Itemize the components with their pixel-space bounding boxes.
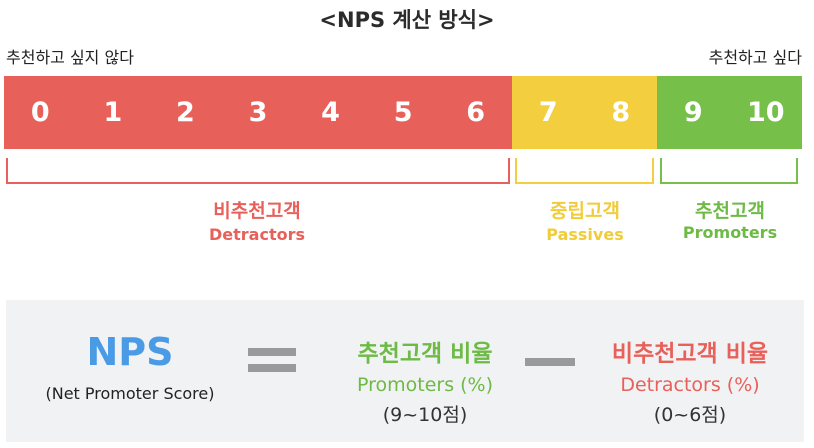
diagram-title: <NPS 계산 방식> bbox=[319, 8, 495, 32]
detractor-en-label: Detractors bbox=[208, 225, 305, 244]
promoter-ko-label: 추천고객 bbox=[695, 200, 765, 222]
promoter-bracket bbox=[660, 158, 798, 184]
score-7: 7 bbox=[538, 97, 558, 128]
score-10: 10 bbox=[746, 97, 785, 128]
minus-sign bbox=[525, 358, 575, 366]
detractor-segment: 0 1 2 3 4 5 6 bbox=[4, 76, 512, 149]
passive-ko-label: 중립고객 bbox=[550, 200, 620, 222]
detractor-ratio-en: Detractors (%) bbox=[620, 374, 760, 396]
detractor-ratio-ko: 비추천고객 비율 bbox=[611, 341, 769, 367]
promoter-ratio-ko: 추천고객 비율 bbox=[357, 341, 493, 367]
detractor-ko-label: 비추천고객 bbox=[213, 200, 301, 222]
passive-bracket bbox=[515, 158, 654, 184]
promoter-ratio-en: Promoters (%) bbox=[356, 374, 494, 396]
promoter-segment: 9 10 bbox=[657, 76, 802, 149]
score-9: 9 bbox=[683, 97, 703, 128]
detractor-ratio-term: 비추천고객 비율 Detractors (%) (0~6점) bbox=[585, 334, 795, 427]
promoter-ratio-term: 추천고객 비율 Promoters (%) (9~10점) bbox=[320, 334, 530, 427]
promoter-ratio-range: (9~10점) bbox=[382, 404, 468, 426]
passive-en-label: Passives bbox=[546, 225, 624, 244]
score-4: 4 bbox=[321, 97, 340, 128]
nps-term: NPS (Net Promoter Score) bbox=[20, 330, 240, 403]
nps-label: NPS bbox=[86, 330, 174, 374]
detractor-ratio-range: (0~6점) bbox=[653, 404, 727, 426]
nps-sub-label: (Net Promoter Score) bbox=[45, 384, 215, 403]
score-2: 2 bbox=[176, 97, 195, 128]
promoter-group-label: 추천고객 Promoters bbox=[659, 196, 801, 242]
formula-panel bbox=[6, 300, 804, 442]
passive-segment: 7 8 bbox=[512, 76, 657, 149]
promoter-en-label: Promoters bbox=[682, 223, 778, 242]
score-1: 1 bbox=[103, 97, 123, 128]
score-3: 3 bbox=[248, 97, 268, 128]
score-8: 8 bbox=[611, 97, 631, 128]
score-6: 6 bbox=[466, 97, 486, 128]
score-5: 5 bbox=[393, 97, 413, 128]
detractor-group-label: 비추천고객 Detractors bbox=[130, 196, 384, 244]
equals-sign bbox=[248, 348, 296, 372]
score-0: 0 bbox=[30, 97, 50, 128]
passive-group-label: 중립고객 Passives bbox=[514, 196, 656, 244]
detractor-bracket bbox=[6, 158, 510, 184]
scale-right-label: 추천하고 싶다 bbox=[708, 48, 802, 67]
scale-left-label: 추천하고 싶지 않다 bbox=[6, 48, 134, 67]
